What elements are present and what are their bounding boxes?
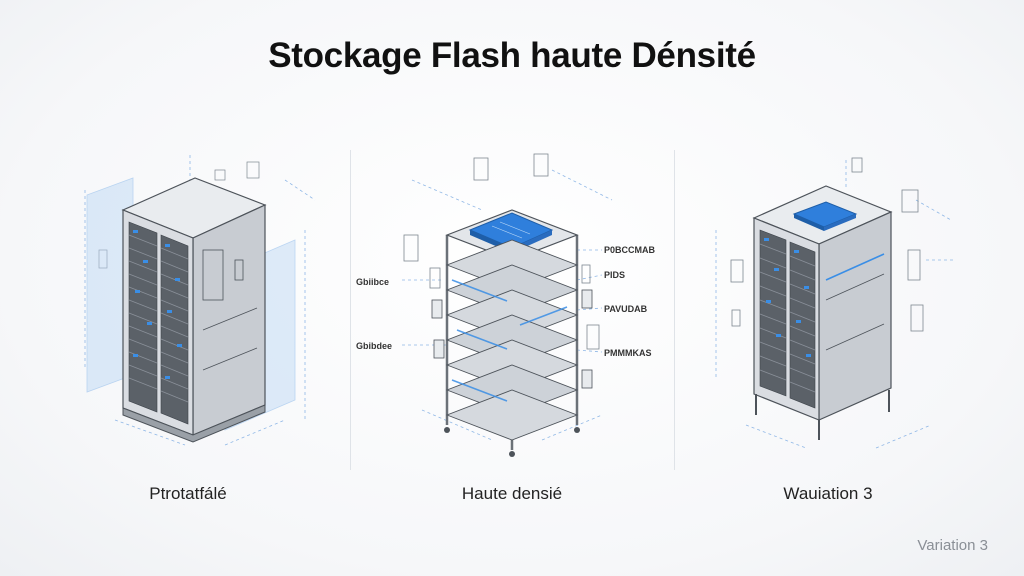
panel-high-density: Gbiibce Gbibdee P0BCCMAB PIDS PAVUDAB PM… bbox=[352, 140, 672, 470]
annotation-left-2: Gbibdee bbox=[356, 341, 392, 351]
annotation-left-1: Gbiibce bbox=[356, 277, 389, 287]
rack-cabinet-illustration bbox=[84, 155, 316, 446]
panel-divider-left bbox=[350, 150, 351, 470]
caption-panel-3: Wauiation 3 bbox=[783, 484, 873, 503]
annotation-right-3: PAVUDAB bbox=[604, 304, 648, 314]
panel-variation-3 bbox=[676, 140, 996, 470]
annotation-right-2: PIDS bbox=[604, 270, 625, 280]
annotation-right-1: P0BCCMAB bbox=[604, 245, 656, 255]
open-rack-illustration: Gbiibce Gbibdee P0BCCMAB PIDS PAVUDAB PM… bbox=[356, 153, 656, 457]
rack-variation-illustration bbox=[715, 157, 956, 449]
annotation-right-4: PMMMKAS bbox=[604, 348, 652, 358]
panel-prototype bbox=[25, 140, 345, 470]
caption-panel-1: Ptrotatfálé bbox=[149, 484, 227, 503]
panel-divider-right bbox=[674, 150, 675, 470]
slide-title: Stockage Flash haute Dénsité bbox=[268, 36, 756, 75]
corner-label: Variation 3 bbox=[917, 537, 988, 554]
caption-panel-2: Haute densié bbox=[461, 484, 563, 503]
